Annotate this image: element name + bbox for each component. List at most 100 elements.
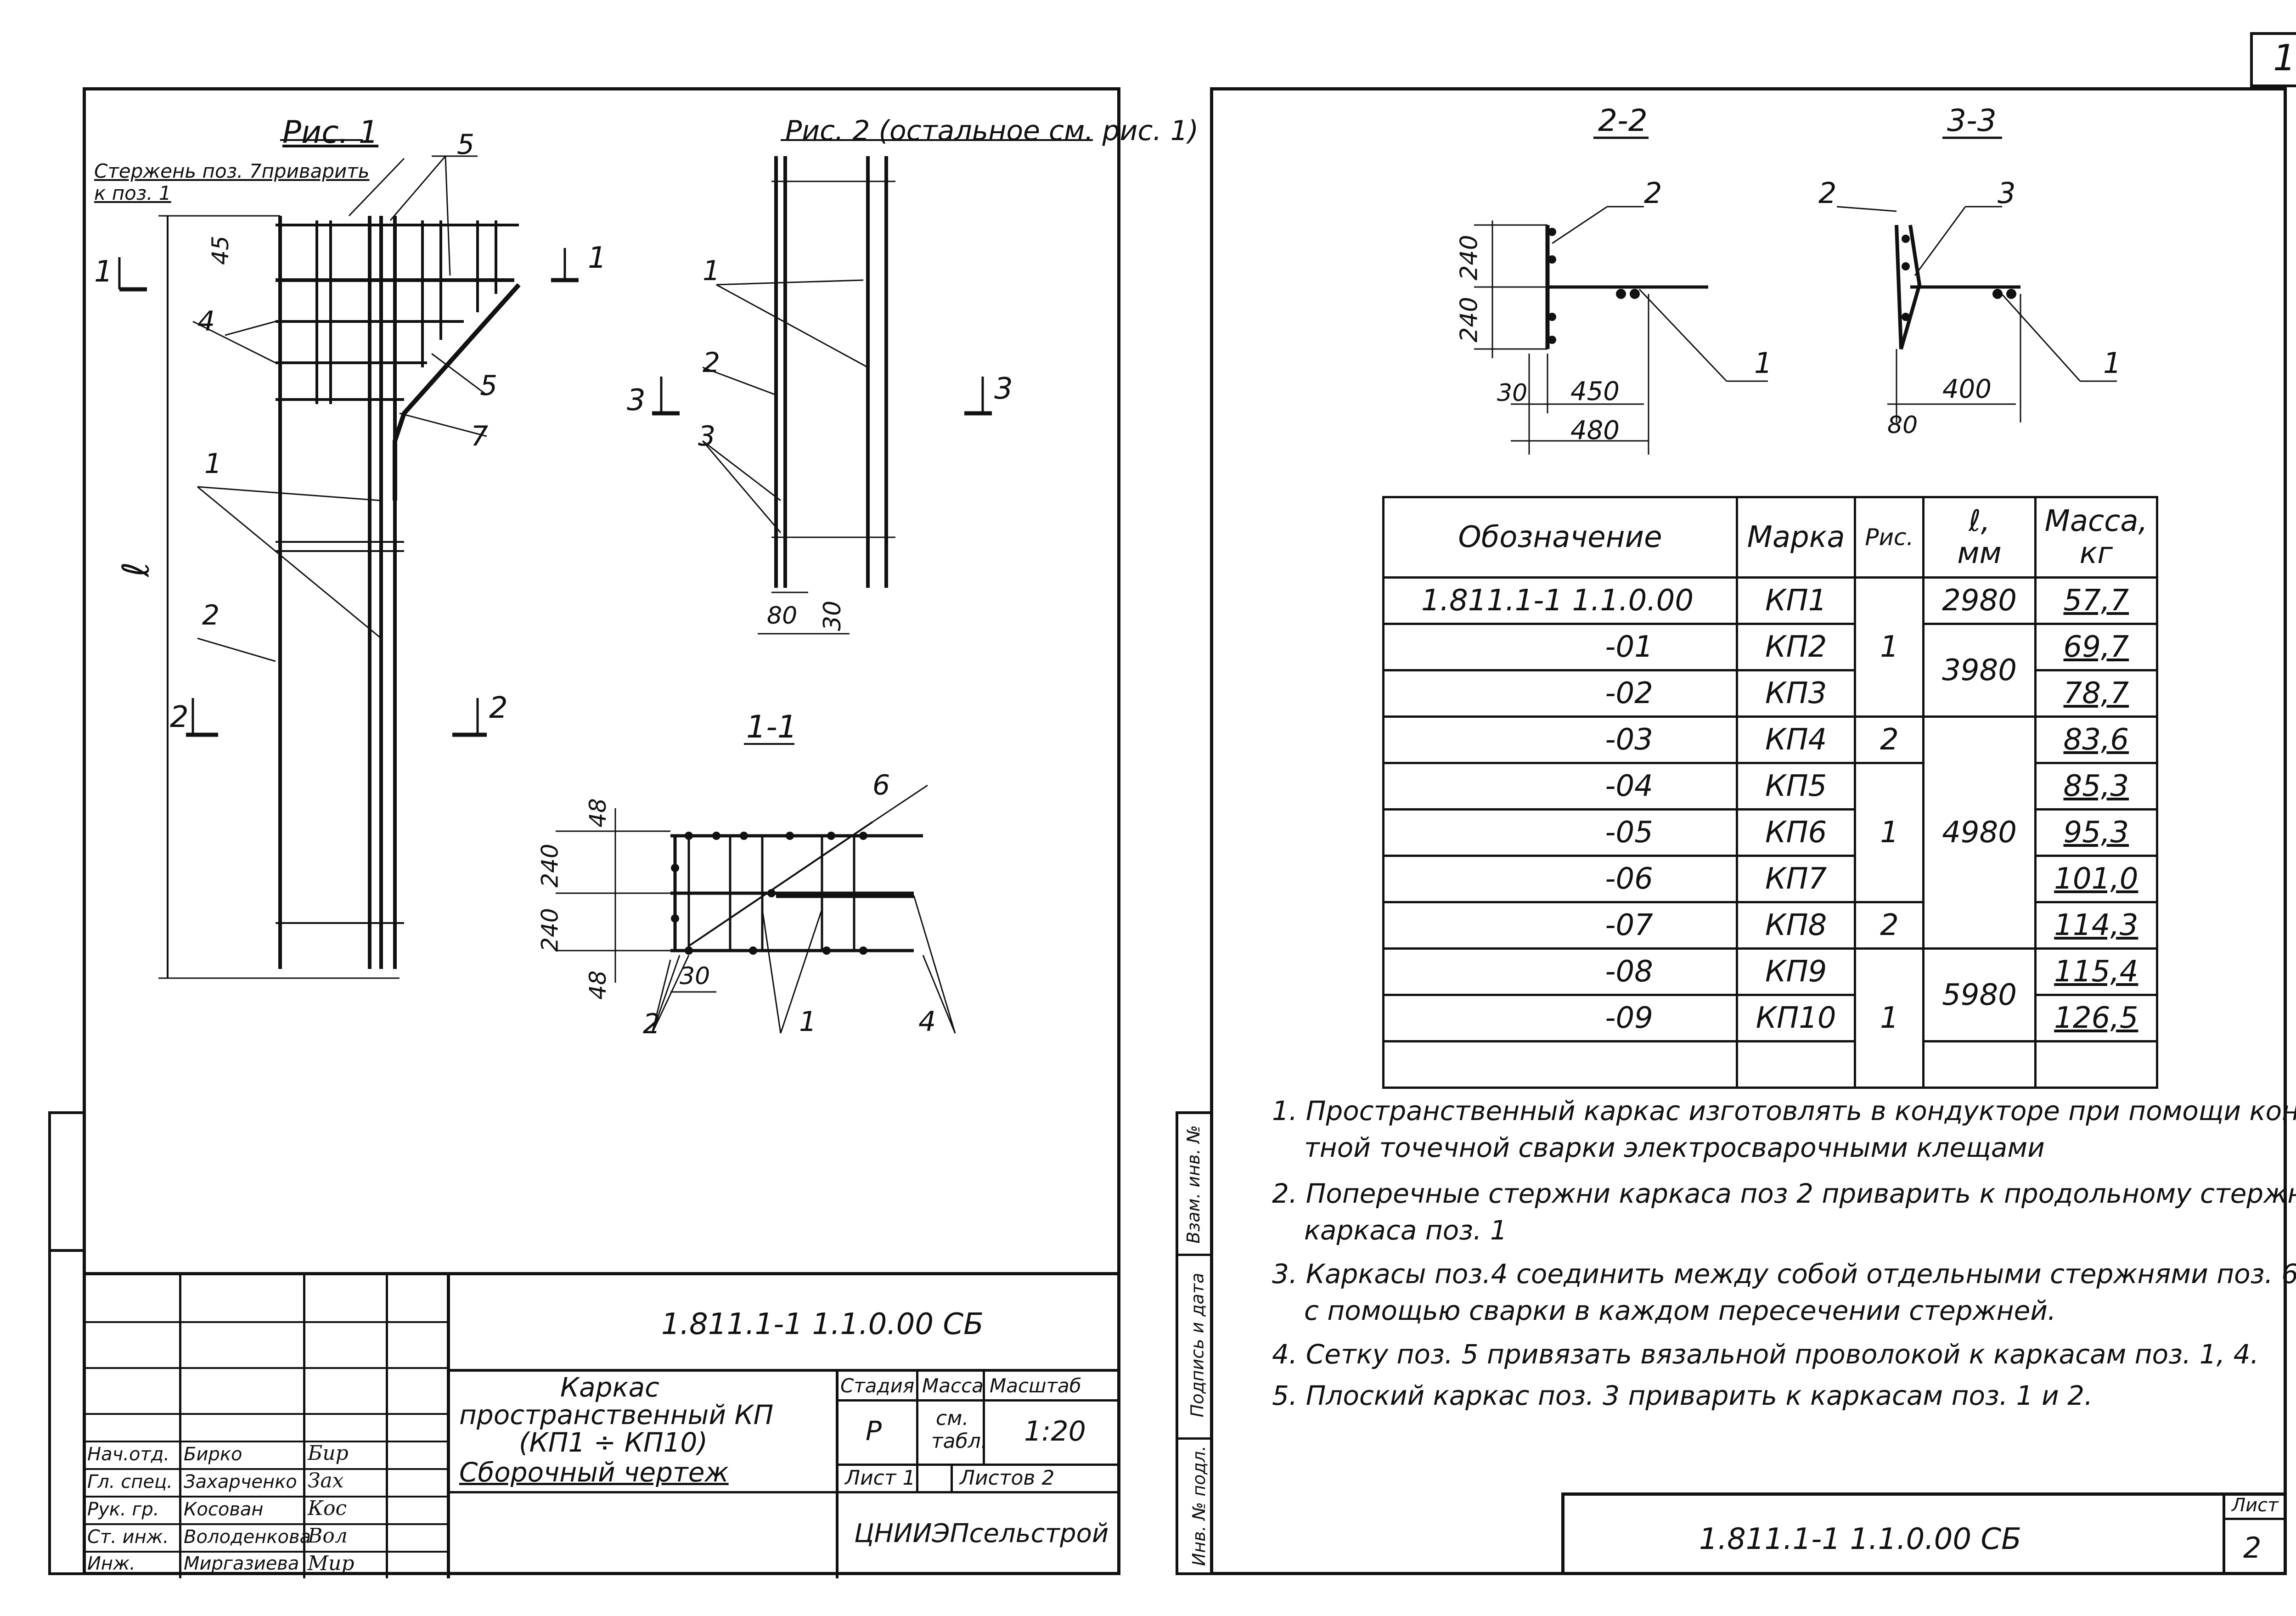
section-2-2-dim-30: 30 [1497,379,1528,407]
staff-sign-4: Мир [308,1552,355,1575]
sheets-label: Листов 2 [960,1466,1055,1490]
organization: ЦНИИЭПсельстрой [854,1519,1109,1548]
section-1-1-pos-4: 4 [918,1006,936,1038]
fig1-pos-5: 5 [457,129,475,161]
cell-length: 4980 [1922,715,2037,950]
note-2-line2: каркаса поз. 1 [1304,1215,1507,1246]
cell-designation: -09 [1382,994,1738,1042]
section-1-1-dim-240-top: 240 [536,844,563,888]
cell-fig: 1 [1854,576,1925,718]
staff-role-2: Рук. гр. [87,1499,159,1520]
staff-row-line [83,1468,450,1470]
section-2-2-pos-2: 2 [1644,176,1662,210]
title-line-2: пространственный КП [459,1399,774,1430]
staff-sign-0: Бир [308,1441,349,1465]
section-3-3-pos-3: 3 [1998,176,2016,210]
staff-name-1: Захарченко [184,1471,297,1492]
staff-row-line [83,1367,450,1369]
cell-mark: КП6 [1735,808,1857,857]
cut-2-left: 2 [170,700,189,734]
fig2-title: Рис. 2 (остальное см. рис. 1) [785,115,1199,147]
cell-mark: КП8 [1735,901,1857,950]
staff-col-line [179,1275,181,1578]
cell-mark: КП9 [1735,947,1857,996]
table-row: -07 КП8 2 114,3 [1382,901,2159,950]
staff-row-line [83,1496,450,1498]
cell-mark [1735,1040,1857,1089]
cell-mass: 85,3 [2034,762,2159,811]
fig2-pos-1: 1 [703,255,720,287]
fig1-note-line2: к поз. 1 [94,182,171,204]
staff-sign-3: Вол [308,1524,348,1548]
staff-sign-1: Зах [308,1469,344,1492]
fig1-pos-2: 2 [202,599,220,631]
cut-2-right: 2 [489,691,508,725]
cell-fig: 1 [1854,947,1925,1089]
cell-designation: 1.811.1-1 1.1.0.00 [1382,576,1738,625]
cell-fig: 2 [1854,715,1925,764]
section-1-1-dim-30: 30 [680,963,710,990]
cut-1-right: 1 [588,241,607,275]
cut-1-left: 1 [94,255,113,289]
fig2-pos-2: 2 [703,347,720,379]
note-4: 4. Сетку поз. 5 привязать вязальной пров… [1272,1339,2259,1370]
staff-role-4: Инж. [87,1553,135,1574]
left-binding-divider [48,1249,86,1252]
cell-mass: 78,7 [2034,669,2159,718]
right-sheet-frame [1210,87,2287,1575]
staff-row-line [83,1441,450,1442]
title-block-divider [951,1464,953,1491]
staff-col-line [386,1275,388,1578]
cell-designation: -05 [1382,808,1738,857]
note-3-line1: 3. Каркасы поз.4 соединить между собой о… [1272,1258,2296,1289]
table-row: -06 КП7 101,0 [1382,855,2159,903]
cell-mark: КП1 [1735,576,1857,625]
side-stamp-divider [1176,1437,1212,1440]
th-mark: Марка [1735,496,1857,579]
cell-designation: -04 [1382,762,1738,811]
title-block-divider [836,1464,1120,1466]
cell-mass: 83,6 [2034,715,2159,764]
cell-length: 2980 [1922,576,2037,625]
note-1-line2: тной точечной сварки электросварочными к… [1304,1132,2045,1163]
right-footer-divider [2223,1518,2287,1520]
stage-value: Р [866,1415,882,1447]
cell-designation: -01 [1382,623,1738,671]
table-row: 1.811.1-1 1.1.0.00 КП1 1 2980 57,7 [1382,576,2159,718]
title-code-row [450,1275,1120,1372]
title-block-divider [983,1372,985,1464]
section-2-2-dim-480: 480 [1570,416,1620,445]
left-binding-strip [48,1111,86,1575]
cell-mass: 69,7 [2034,623,2159,671]
staff-row-line [83,1551,450,1553]
cell-mass: 115,4 [2034,947,2159,996]
fig2-dim-30: 30 [819,600,847,631]
th-mass: Масса,кг [2034,496,2159,579]
title-line-4: Сборочный чертеж [459,1457,729,1488]
cell-mark: КП2 [1735,623,1857,671]
page-number: 18 [2273,38,2296,79]
right-footer-stamp [1561,1492,2287,1575]
staff-role-0: Нач.отд. [87,1444,170,1465]
mass-value-line2: табл. [931,1430,987,1453]
scale-header: Масштаб [990,1374,1081,1397]
fig1-pos-7: 7 [471,420,489,452]
table-row: -05 КП6 95,3 [1382,808,2159,857]
note-1-line1: 1. Пространственный каркас изготовлять в… [1272,1095,2296,1126]
table-row: -02 КП3 78,7 [1382,669,2159,718]
section-3-3-dim-400: 400 [1942,374,1992,404]
staff-role-1: Гл. спец. [87,1471,173,1492]
fig1-drawing [118,139,1093,1034]
staff-role-3: Ст. инж. [87,1526,169,1548]
section-2-2-pos-1: 1 [1754,346,1773,380]
section-2-2-title: 2-2 [1598,103,1648,138]
staff-sign-2: Кос [308,1497,347,1520]
th-fig: Рис. [1854,496,1925,579]
cell-mark: КП5 [1735,762,1857,811]
title-block: Нач.отд. Бирко Бир Гл. спец. Захарченко … [83,1272,1120,1578]
table-row: -01 КП2 3980 69,7 [1382,623,2159,718]
mass-value-line1: см. [936,1407,969,1430]
spec-table: Обозначение Марка Рис. ℓ,мм Масса,кг 1.8… [1382,496,2159,1089]
cell-mark: КП3 [1735,669,1857,718]
section-2-2-dim-240b: 240 [1455,297,1483,343]
